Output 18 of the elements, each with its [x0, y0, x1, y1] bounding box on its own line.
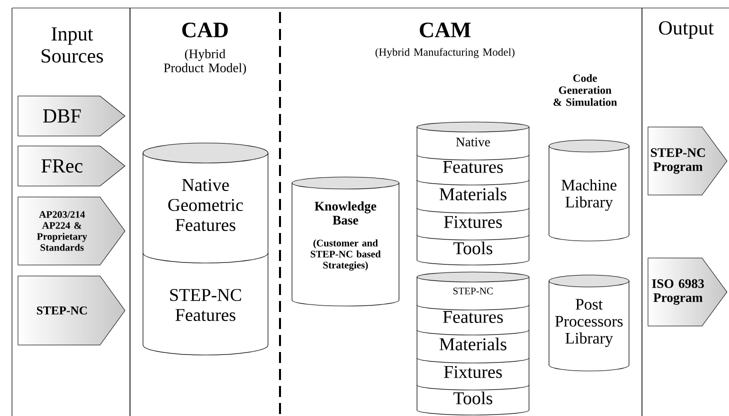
- pentagon-tag: ISO 6983 Program: [648, 258, 728, 326]
- pentagon-tag: FRec: [18, 146, 126, 186]
- node-label: STEP-NC: [453, 288, 493, 294]
- node-label: Tools: [453, 392, 492, 404]
- pentagon-tag: DBF: [18, 96, 126, 136]
- node-label: Fixtures: [444, 366, 502, 378]
- cylinder: Native Geometric Features STEP-NC Features: [142, 142, 268, 356]
- pentagon-tag: AP203/214 AP224 & Proprietary Standards: [18, 196, 126, 266]
- column-caption: Code Generation & Simulation: [554, 74, 617, 106]
- cylinder: STEP-NC Features Materials Fixtures Tools: [416, 272, 530, 416]
- pentagon-tag: STEP-NC: [18, 276, 126, 346]
- cylinder: Knowledge Base (Customer and STEP-NC based Strategies): [292, 176, 400, 306]
- pentagon-tag: STEP-NC Program: [648, 126, 728, 196]
- cylinder: Machine Library: [548, 140, 630, 242]
- node-label: Features: [443, 311, 503, 323]
- node-label: Materials: [440, 338, 506, 350]
- cylinder: Native Features Materials Fixtures Tools: [416, 122, 530, 266]
- cylinder: Post Processors Library: [548, 274, 630, 372]
